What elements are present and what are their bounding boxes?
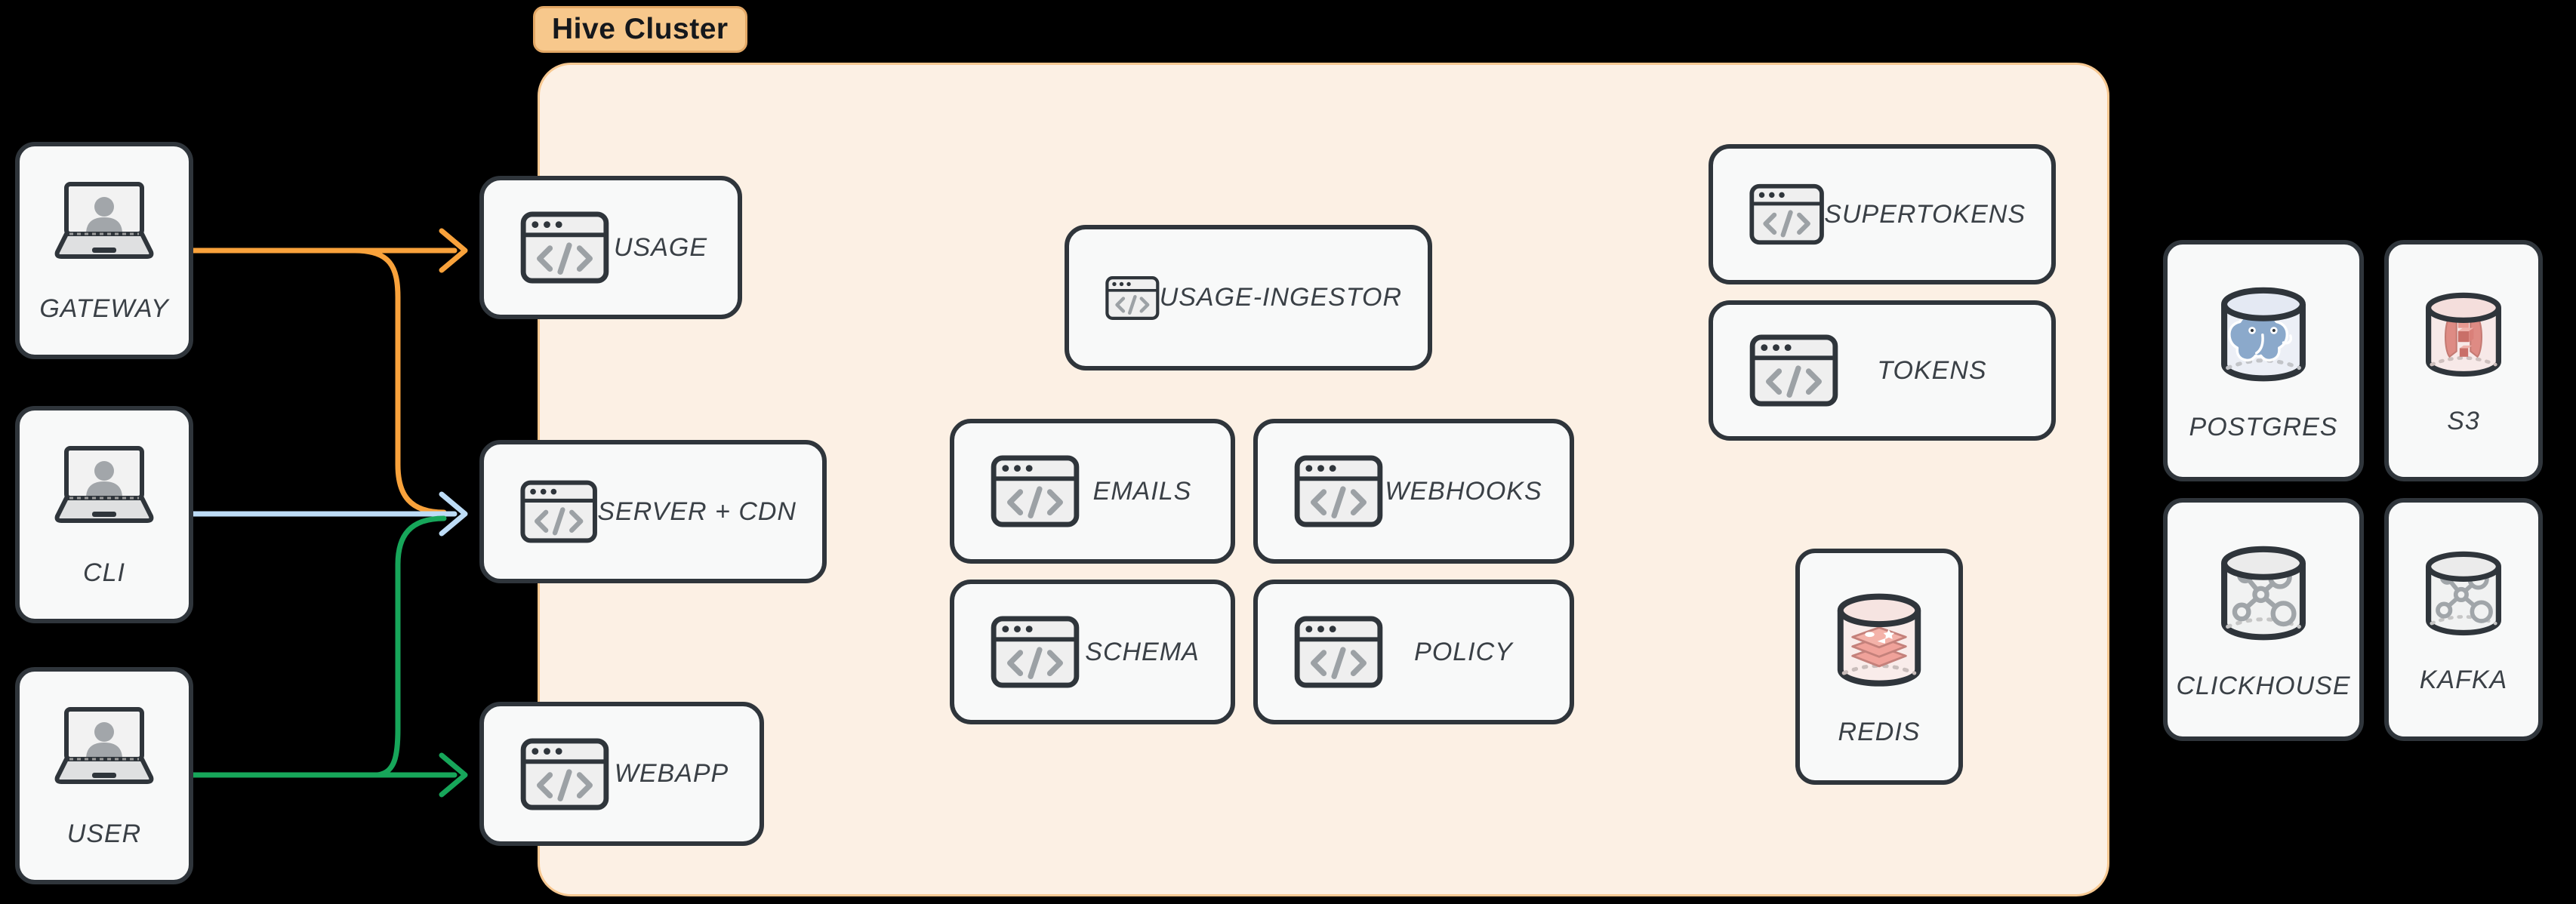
edge-gateway-usage bbox=[190, 228, 468, 273]
node-webapp: WEBAPP bbox=[479, 702, 764, 846]
laptop-user-icon bbox=[54, 181, 154, 259]
browser-code-icon bbox=[520, 480, 597, 543]
laptop-user-icon bbox=[54, 706, 154, 784]
node-label: EMAILS bbox=[1092, 476, 1192, 506]
node-clickhouse: CLICKHOUSE bbox=[2163, 498, 2364, 741]
node-label: GATEWAY bbox=[39, 294, 169, 323]
node-label: SERVER + CDN bbox=[597, 497, 797, 526]
edge-cli-server-cdn bbox=[188, 491, 468, 537]
node-label: WEBHOOKS bbox=[1385, 476, 1542, 506]
node-kafka: KAFKA bbox=[2384, 498, 2543, 741]
redis-database-icon bbox=[1837, 593, 1921, 687]
node-gateway: GATEWAY bbox=[15, 142, 193, 359]
node-label: CLICKHOUSE bbox=[2176, 671, 2351, 700]
node-supertokens: SUPERTOKENS bbox=[1709, 144, 2056, 284]
browser-code-icon bbox=[520, 737, 609, 810]
node-label: USAGE bbox=[613, 232, 708, 262]
browser-code-icon bbox=[1105, 275, 1160, 320]
browser-code-icon bbox=[1294, 455, 1383, 527]
node-user: USER bbox=[15, 667, 193, 884]
postgres-database-icon bbox=[2221, 287, 2306, 381]
node-label: SUPERTOKENS bbox=[1824, 199, 2026, 229]
node-label: WEBAPP bbox=[614, 759, 729, 788]
node-cli: CLI bbox=[15, 406, 193, 623]
node-schema: SCHEMA bbox=[950, 580, 1235, 724]
clickhouse-database-icon bbox=[2221, 546, 2306, 640]
browser-code-icon bbox=[520, 211, 609, 284]
node-usage: USAGE bbox=[479, 176, 742, 319]
postgres-logo bbox=[2228, 310, 2293, 361]
edge-gateway-server-cdn bbox=[352, 248, 447, 515]
node-label: TOKENS bbox=[1877, 355, 1987, 385]
browser-code-icon bbox=[991, 616, 1080, 688]
browser-code-icon bbox=[1749, 183, 1824, 245]
node-label: USER bbox=[66, 819, 142, 848]
browser-code-icon bbox=[1294, 616, 1383, 688]
node-label: POSTGRES bbox=[2189, 412, 2338, 441]
node-label: REDIS bbox=[1838, 718, 1921, 746]
node-usage-ingestor: USAGE-INGESTOR bbox=[1065, 225, 1432, 371]
node-label: CLI bbox=[83, 558, 125, 587]
node-postgres: POSTGRES bbox=[2163, 240, 2364, 481]
hive-cluster-label: Hive Cluster bbox=[533, 6, 747, 53]
laptop-user-icon bbox=[54, 445, 154, 523]
node-label: KAFKA bbox=[2419, 665, 2508, 694]
node-policy: POLICY bbox=[1253, 580, 1574, 724]
node-label: SCHEMA bbox=[1085, 637, 1200, 666]
edge-user-server-cdn bbox=[374, 515, 447, 778]
kafka-database-icon bbox=[2426, 551, 2501, 635]
node-label: POLICY bbox=[1414, 637, 1513, 666]
node-webhooks: WEBHOOKS bbox=[1253, 419, 1574, 564]
edge-user-webapp bbox=[188, 752, 468, 798]
node-emails: EMAILS bbox=[950, 419, 1235, 564]
browser-code-icon bbox=[1749, 334, 1838, 407]
node-tokens: TOKENS bbox=[1709, 300, 2056, 441]
browser-code-icon bbox=[991, 455, 1080, 527]
node-redis: REDIS bbox=[1795, 549, 1963, 785]
node-label: USAGE-INGESTOR bbox=[1159, 283, 1402, 312]
node-s3: S3 bbox=[2384, 240, 2543, 481]
node-label: S3 bbox=[2447, 406, 2480, 435]
node-server-cdn: SERVER + CDN bbox=[479, 440, 827, 583]
s3-database-icon bbox=[2426, 292, 2501, 377]
redis-logo bbox=[1851, 626, 1907, 668]
